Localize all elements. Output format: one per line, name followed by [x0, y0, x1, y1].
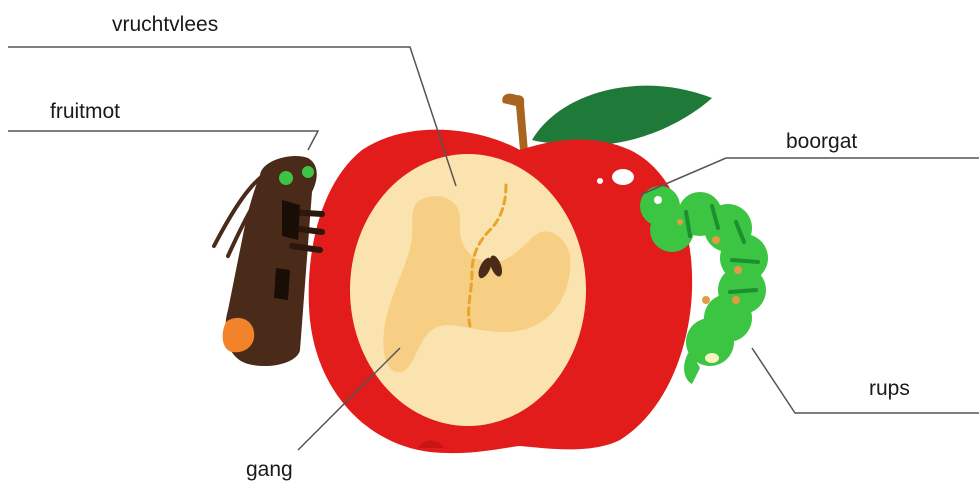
label-fruitmot: fruitmot: [50, 101, 120, 122]
leader-boorgat: [640, 158, 979, 195]
bore-hole: [612, 169, 634, 185]
apple-highlight: [597, 178, 603, 184]
leader-rups: [752, 348, 979, 413]
label-gang: gang: [246, 459, 293, 480]
label-vruchtvlees: vruchtvlees: [112, 14, 218, 35]
moth-icon: [214, 156, 322, 366]
apple-leaf: [532, 86, 712, 146]
label-rups: rups: [869, 378, 910, 399]
apple-icon: [309, 86, 712, 453]
leader-fruitmot: [8, 131, 318, 150]
apple-stem: [502, 94, 528, 152]
label-boorgat: boorgat: [786, 131, 857, 152]
